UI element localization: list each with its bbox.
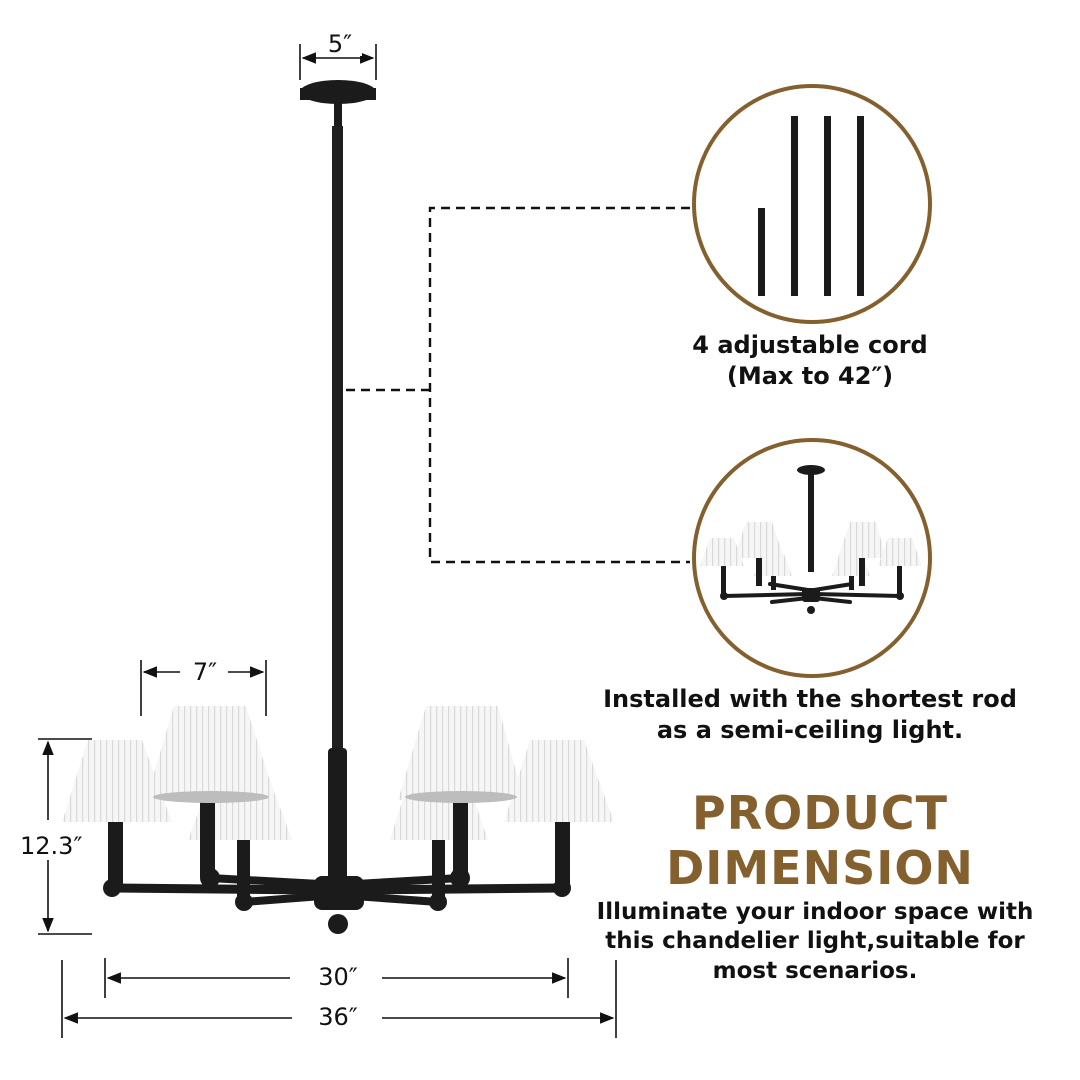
arm-span-label: 30″ xyxy=(298,965,378,989)
adjustable-rods-icon xyxy=(692,84,932,324)
dashed-connectors xyxy=(346,206,690,564)
shade-width-label: 7″ xyxy=(183,660,227,684)
overall-width-label: 36″ xyxy=(298,1005,378,1029)
lamp-shade-outer-right xyxy=(504,740,614,822)
dimension-lines xyxy=(38,44,617,1038)
chandelier-main xyxy=(62,80,614,934)
heading-line2: DIMENSION xyxy=(666,841,974,896)
heading-line1: PRODUCT xyxy=(692,786,948,840)
lamp-shade-outer-left xyxy=(62,740,172,822)
height-label: 12.3″ xyxy=(20,834,90,858)
lamp-shade-front-left xyxy=(146,706,276,800)
cord-caption: 4 adjustable cord (Max to 42″) xyxy=(640,330,980,392)
description-line1: Illuminate your indoor space with xyxy=(596,899,1034,925)
semi-ceiling-chandelier-icon xyxy=(692,438,932,678)
product-description: Illuminate your indoor space with this c… xyxy=(580,898,1050,986)
semi-ceiling-caption: Installed with the shortest rod as a sem… xyxy=(580,684,1040,746)
cord-caption-line2: (Max to 42″) xyxy=(726,362,894,391)
cord-caption-line1: 4 adjustable cord xyxy=(692,331,928,359)
bottom-finial xyxy=(328,914,348,934)
semi-ceiling-caption-line2: as a semi-ceiling light. xyxy=(656,716,964,745)
product-dimension-heading: PRODUCT DIMENSION xyxy=(620,786,1020,896)
center-column xyxy=(328,748,347,883)
description-line3: most scenarios. xyxy=(712,957,918,984)
lamp-shade-front-right xyxy=(398,706,524,800)
description-line2: this chandelier light,suitable for xyxy=(605,928,1025,955)
semi-ceiling-caption-line1: Installed with the shortest rod xyxy=(603,685,1017,713)
hanging-rod xyxy=(332,126,343,756)
canopy-width-label: 5″ xyxy=(318,32,362,56)
center-hub xyxy=(314,876,364,910)
